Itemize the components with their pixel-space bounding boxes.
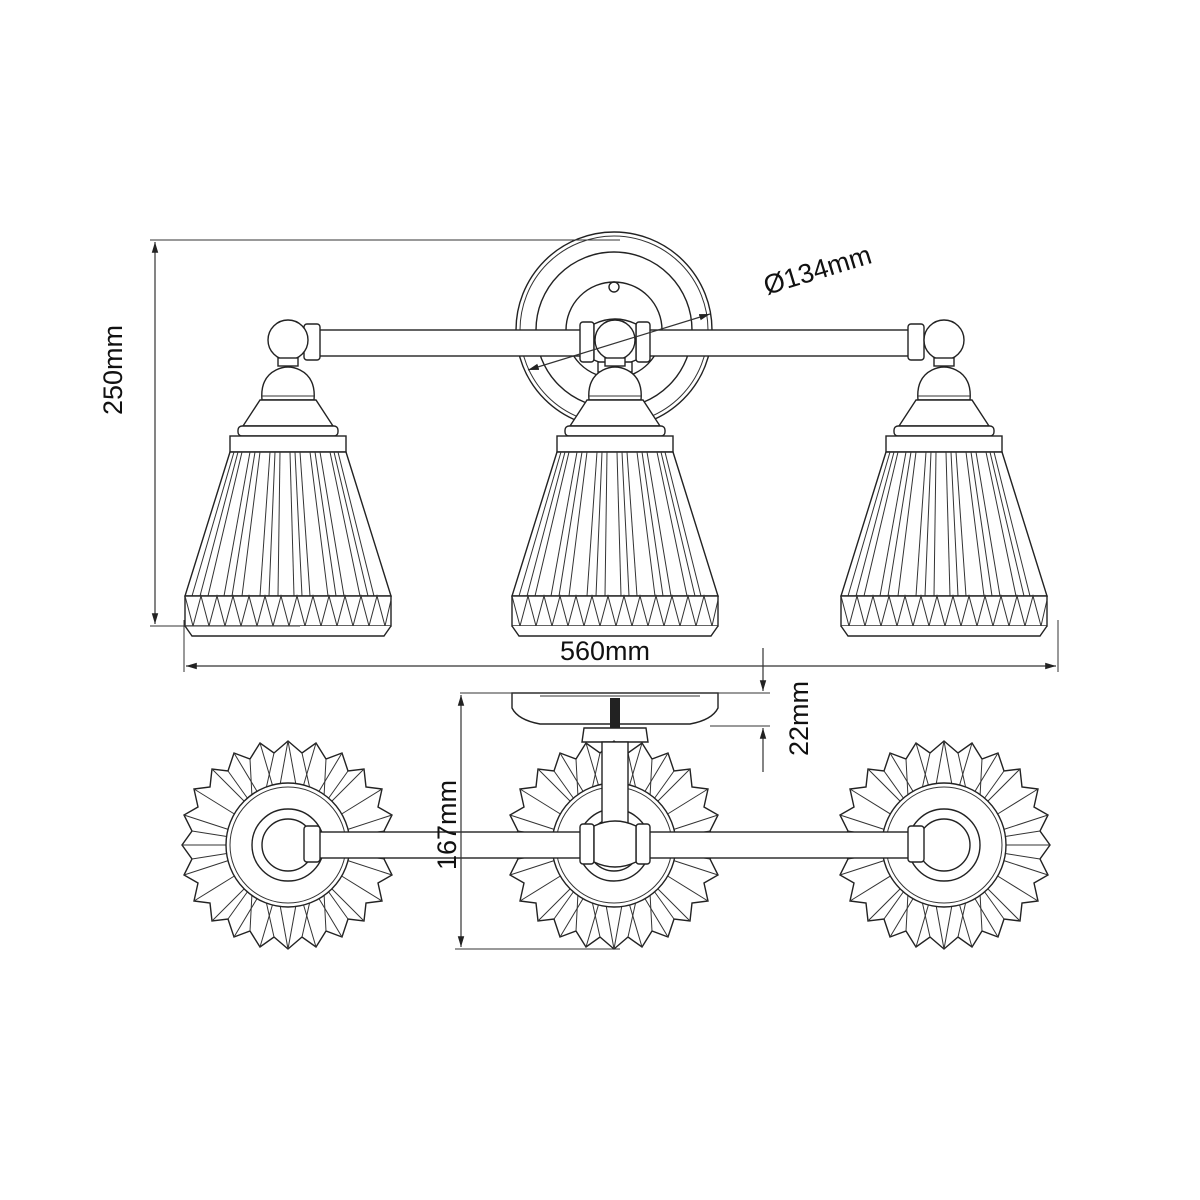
depth-dimension: [460, 648, 770, 772]
height-dimension: [150, 239, 620, 627]
right-shade: [840, 319, 1048, 637]
projection-label: 167mm: [432, 779, 462, 870]
projection-dimension: [455, 695, 620, 950]
front-elevation: [184, 231, 1048, 637]
plan-view: [181, 692, 1051, 950]
depth-label: 22mm: [784, 680, 814, 756]
width-label: 560mm: [560, 636, 651, 666]
left-shade: [184, 319, 392, 637]
center-shade: [511, 319, 719, 637]
width-dimension: [183, 620, 1059, 672]
diameter-dimension-line: [527, 313, 711, 371]
